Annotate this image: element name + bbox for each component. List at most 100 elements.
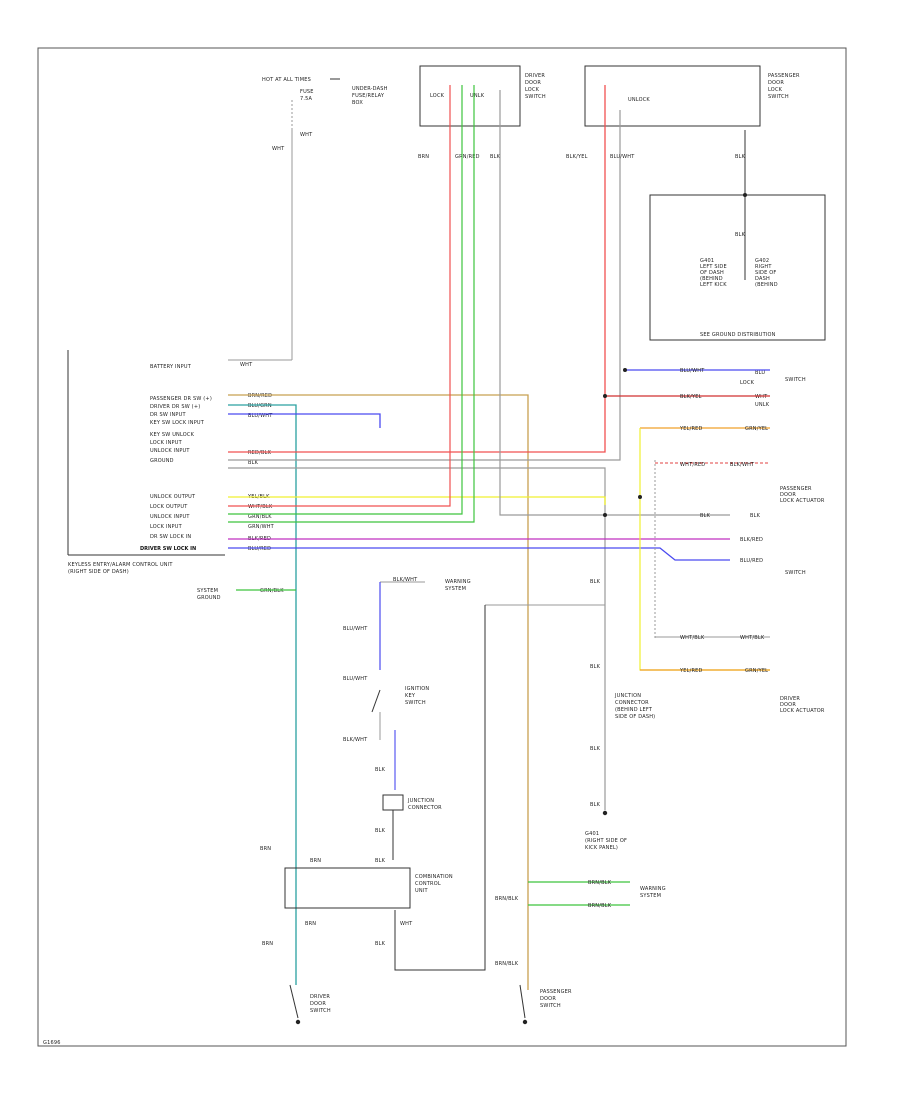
label-drv-brn: BRN [418, 154, 429, 160]
wire-grn-wht-run [228, 85, 475, 523]
label-pas-unlock: UNLOCK [628, 97, 650, 103]
pin-label-9: UNLOCK INPUT [150, 448, 190, 454]
label-drv-grn: GRN/RED [455, 154, 480, 160]
combination-control-unit [284, 867, 411, 909]
module-wires [228, 85, 730, 990]
label-pas-actuator-1: PASSENGER [780, 486, 812, 492]
ground-box-right [649, 194, 826, 341]
wire-label-red-blk: RED/BLK [248, 450, 272, 456]
pin-label-4: DRIVER DR SW (+) [150, 404, 200, 410]
wire-red-blk-run [228, 85, 606, 453]
wire-label-grn-blk: GRN/BLK [248, 514, 272, 520]
label-blk-j1: BLK [590, 579, 601, 585]
label-grn-yel-2: GRN/YEL [745, 668, 768, 674]
pin-label-15: LOCK INPUT [150, 524, 183, 530]
label-blu-red-act: BLU/RED [740, 558, 763, 564]
wire-label-blk: BLK [248, 460, 259, 466]
label-fuse-wht: WHT [272, 146, 285, 152]
label-brn-blk-ccu2: BRN/BLK [495, 961, 519, 967]
wire-label-grn-wht: GRN/WHT [248, 524, 275, 530]
label-pas-actuator-3: LOCK ACTUATOR [780, 498, 825, 504]
wire-grn-blk-run [228, 85, 463, 515]
label-pds-2: DOOR [540, 996, 556, 1002]
pin-label-6: KEY SW LOCK INPUT [150, 420, 205, 426]
wire-red-drv-run [228, 85, 451, 507]
label-grn-w1: BRN/BLK [588, 880, 612, 886]
wire-brn-red-run [228, 394, 529, 990]
label-yel-red: YEL/RED [679, 426, 703, 432]
driver-door-lock-switch-box [419, 65, 521, 127]
ground-g401-symbol [602, 810, 608, 816]
label-g402-2: RIGHT [755, 264, 772, 270]
right-label-wht: WHT [755, 394, 768, 400]
label-brn-ds: BRN [262, 941, 273, 947]
label-g401-3: OF DASH [700, 270, 724, 276]
label-drv-unlk: UNLK [470, 93, 485, 99]
label-blk-red-act: BLK/RED [740, 537, 763, 543]
diagram-frame [37, 47, 847, 1047]
label-drv-lock-sw-2: DOOR [525, 80, 541, 86]
label-blk-ccu: BLK [375, 858, 386, 864]
label-ign-key-2: KEY [405, 693, 416, 699]
label-drv-actuator-2: DOOR [780, 702, 796, 708]
label-module-name-2: (RIGHT SIDE OF DASH) [68, 569, 129, 575]
wire-blk-run [228, 467, 606, 810]
label-g401-2: LEFT SIDE [700, 264, 727, 270]
label-blk-jc2: BLK [375, 828, 386, 834]
label-drv-actuator-3: LOCK ACTUATOR [780, 708, 825, 714]
label-fuse: FUSE [300, 89, 314, 95]
label-pds-3: SWITCH [540, 1003, 561, 1009]
label-pas-blk: BLK [735, 154, 746, 160]
label-blu-wht-3: BLU/WHT [343, 676, 368, 682]
label-g401-5: LEFT KICK [700, 282, 727, 288]
right-label-unlk: UNLK [755, 402, 770, 408]
label-pas-lock-sw-3: LOCK [768, 87, 783, 93]
label-hot-at-all-times: HOT AT ALL TIMES [262, 77, 311, 83]
driver-door-switch-contact [289, 984, 299, 1019]
wire-label-brn-red: BRN/RED [248, 393, 272, 399]
label-junction-2: CONNECTOR [408, 805, 442, 811]
label-brn-blk-ccu: BRN/BLK [495, 896, 519, 902]
pin-label-8: LOCK INPUT [150, 440, 183, 446]
passenger-door-lock-switch-box [584, 65, 761, 127]
wire-blu-red-run [228, 547, 730, 561]
label-brn-ccu: BRN [260, 846, 271, 852]
label-warning-1: WARNING [445, 579, 471, 585]
label-g402-3: SIDE OF [755, 270, 776, 276]
label-warn-r2: SYSTEM [640, 893, 661, 899]
wire-blu-wht-stub [228, 413, 381, 428]
label-drv-lock: LOCK [430, 93, 445, 99]
label-pas-lock-sw-4: SWITCH [768, 94, 789, 100]
ign-switch-contact [371, 689, 381, 713]
label-junction-1: JUNCTION [407, 798, 434, 804]
label-pas-blk-yel: BLK/YEL [566, 154, 588, 160]
label-pas-actuator-2: DOOR [780, 492, 796, 498]
pin-label-3: PASSENGER DR SW (+) [150, 396, 212, 402]
passenger-door-switch-ground [522, 1019, 528, 1025]
label-drv-lock-sw-3: LOCK [525, 87, 540, 93]
pin-label-5: DR SW INPUT [150, 412, 187, 418]
label-jn-2: CONNECTOR [615, 700, 649, 706]
label-g402-5: (BEHIND [755, 282, 778, 288]
label-module-name-1: KEYLESS ENTRY/ALARM CONTROL UNIT [68, 562, 173, 568]
label-blk-ds: BLK [375, 941, 386, 947]
label-wht-red-2: BLK/WHT [730, 462, 755, 468]
wire-label-blu-wht: BLU/WHT [248, 413, 273, 419]
right-label-pas-dr-sw: SWITCH [785, 377, 806, 383]
label-pas-blu-wht: BLU/WHT [610, 154, 635, 160]
pin-label-7: KEY SW UNLOCK [150, 432, 195, 438]
label-wht-blk-act2: WHT/BLK [740, 635, 765, 641]
label-g401-b1: G401 [585, 831, 599, 837]
label-system-1: SYSTEM [197, 588, 218, 594]
pin-label-10: GROUND [150, 458, 174, 464]
label-blu-wht-2: BLU/WHT [343, 626, 368, 632]
label-drv-actuator-1: DRIVER [780, 696, 800, 702]
pin-label-17: DRIVER SW LOCK IN [140, 546, 196, 552]
wire-label-blu-grn: BLU/GRN [248, 403, 272, 409]
junction-connector-box [382, 794, 404, 811]
wire-blk-drv-ground [499, 90, 730, 516]
label-blk-act2: BLK [750, 513, 761, 519]
label-underdash-3: BOX [352, 100, 363, 106]
pin-label-14: UNLOCK INPUT [150, 514, 190, 520]
